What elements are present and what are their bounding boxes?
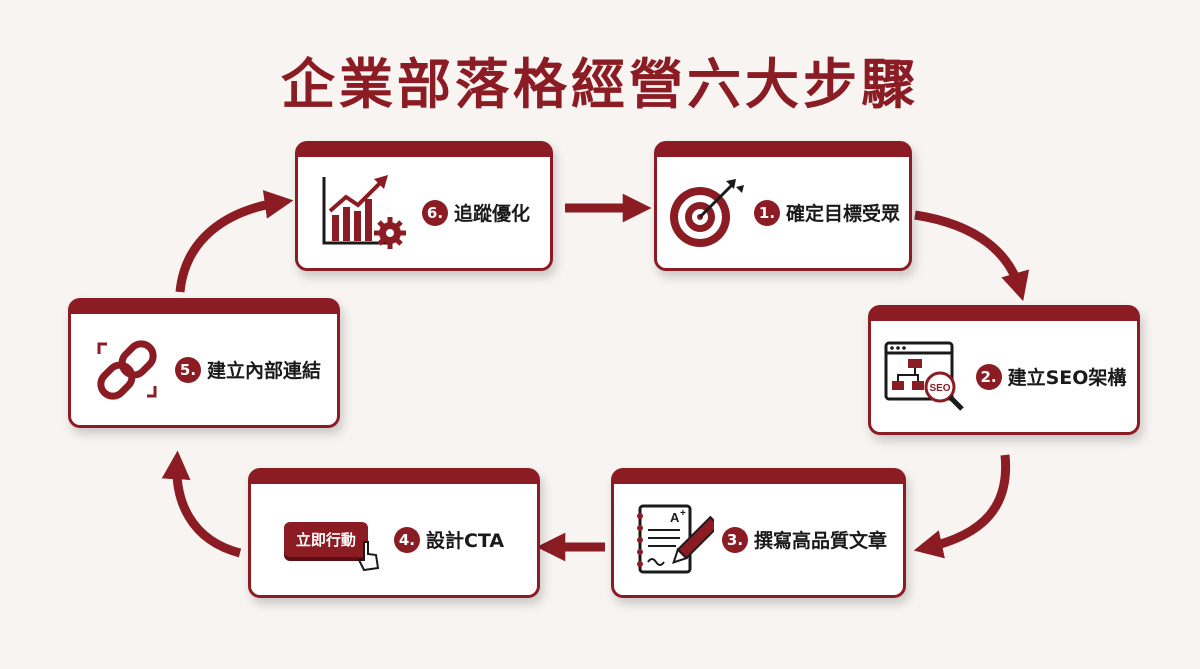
arrow-5-to-6 — [175, 190, 294, 293]
growth-chart-gear-icon — [318, 171, 414, 255]
step-3-number: 3. — [721, 526, 748, 553]
svg-text:SEO: SEO — [929, 383, 950, 394]
pointer-hand-icon — [356, 540, 382, 576]
step-6-text: 追蹤優化 — [453, 203, 530, 225]
chain-link-icon — [87, 330, 167, 410]
step-2-card: SEO 2. 建立SEO架構 — [868, 305, 1140, 435]
step-6-number: 6. — [421, 199, 448, 226]
arrow-4-to-5 — [161, 450, 242, 558]
step-5-card: 5. 建立內部連結 — [68, 298, 340, 428]
step-4-card: 立即行動 4. 設計CTA — [248, 468, 540, 598]
step-3-label: 3. 撰寫高品質文章 — [721, 526, 887, 553]
step-6-label: 6. 追蹤優化 — [421, 199, 530, 226]
page-title: 企業部落格經營六大步驟 — [281, 53, 919, 116]
svg-text:+: + — [680, 508, 686, 519]
target-icon — [666, 175, 746, 251]
step-1-number: 1. — [753, 199, 780, 226]
step-2-label: 2. 建立SEO架構 — [975, 363, 1127, 390]
step-2-text: 建立SEO架構 — [1007, 367, 1127, 389]
arrow-1-to-2 — [914, 210, 1030, 302]
step-1-label: 1. 確定目標受眾 — [753, 199, 900, 226]
step-3-card: A + 3. 撰寫高品質文章 — [611, 468, 906, 598]
document-pen-icon: A + — [630, 498, 714, 582]
arrow-2-to-3 — [913, 454, 1011, 559]
step-3-text: 撰寫高品質文章 — [753, 530, 887, 552]
step-4-number: 4. — [393, 526, 420, 553]
step-6-card: 6. 追蹤優化 — [295, 141, 553, 271]
step-5-text: 建立內部連結 — [206, 360, 321, 382]
svg-text:A: A — [670, 510, 680, 525]
cta-button-icon: 立即行動 — [283, 522, 380, 572]
step-5-number: 5. — [174, 356, 201, 383]
step-4-label: 4. 設計CTA — [393, 526, 505, 553]
step-1-text: 確定目標受眾 — [785, 203, 900, 225]
step-4-text: 設計CTA — [425, 530, 505, 552]
cta-button-text: 立即行動 — [295, 531, 356, 549]
step-2-number: 2. — [975, 363, 1002, 390]
seo-sitemap-icon: SEO — [882, 337, 968, 417]
step-1-card: 1. 確定目標受眾 — [654, 141, 912, 271]
step-5-label: 5. 建立內部連結 — [174, 356, 321, 383]
